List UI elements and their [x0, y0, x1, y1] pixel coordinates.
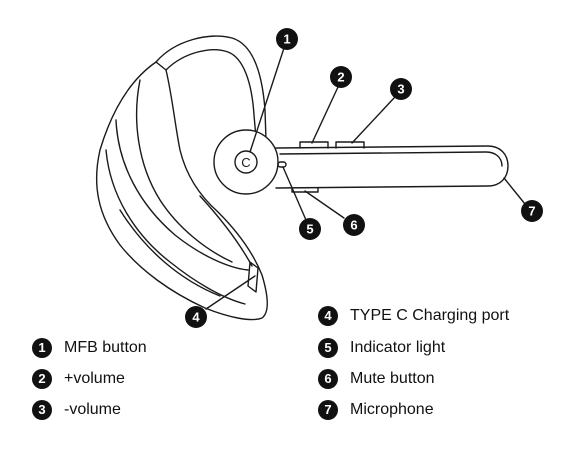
- callout-5: 5: [299, 218, 321, 240]
- svg-text:7: 7: [528, 204, 535, 219]
- boom-arm-highlight: [279, 151, 503, 167]
- legend-item-indicator-light: 5 Indicator light: [318, 336, 445, 360]
- svg-text:1: 1: [283, 32, 290, 47]
- legend-label: +volume: [64, 370, 125, 387]
- body-contour-5: [199, 195, 253, 267]
- mfb-logo-glyph: C: [241, 155, 250, 170]
- earpiece-body: [95, 61, 268, 321]
- leader-5: [282, 166, 307, 221]
- callout-4: 4: [185, 306, 207, 328]
- svg-text:6: 6: [350, 218, 357, 233]
- body-contour-4: [119, 209, 221, 297]
- legend-badge: 3: [32, 400, 52, 420]
- ear-hook: [155, 35, 267, 141]
- callout-6: 6: [343, 214, 365, 236]
- ear-hook-inner: [165, 49, 257, 139]
- callout-3: 3: [390, 78, 412, 100]
- legend-badge: 5: [318, 338, 338, 358]
- body-contour-2: [105, 149, 246, 305]
- leader-6: [304, 190, 345, 219]
- legend-label: -volume: [64, 401, 121, 418]
- callout-7: 7: [521, 200, 543, 222]
- charging-port: [247, 261, 259, 293]
- legend-label: MFB button: [64, 339, 147, 356]
- legend-item-volume-down: 3 -volume: [32, 398, 121, 422]
- legend-badge: 1: [32, 338, 52, 358]
- mfb-inner-ring: [234, 150, 258, 174]
- boom-arm: [275, 145, 509, 189]
- legend-label: Microphone: [350, 401, 434, 418]
- svg-text:5: 5: [306, 222, 313, 237]
- legend-badge: 6: [318, 369, 338, 389]
- volume-up-key: [299, 141, 329, 149]
- callout-1: 1: [276, 28, 298, 50]
- legend-badge: 7: [318, 400, 338, 420]
- legend-badge: 4: [318, 306, 338, 326]
- leader-4: [205, 275, 256, 310]
- body-contour-1: [115, 119, 249, 271]
- callout-2: 2: [330, 66, 352, 88]
- legend-item-charging-port: 4 TYPE C Charging port: [318, 304, 509, 328]
- body-contour-3: [135, 79, 233, 263]
- svg-text:4: 4: [192, 310, 200, 325]
- mute-key: [291, 187, 319, 193]
- svg-text:2: 2: [337, 70, 344, 85]
- legend-item-microphone: 7 Microphone: [318, 398, 434, 422]
- legend-item-volume-up: 2 +volume: [32, 367, 125, 391]
- leader-3: [351, 97, 395, 144]
- svg-text:3: 3: [397, 82, 404, 97]
- indicator-light-shape: [277, 161, 287, 168]
- legend-item-mute: 6 Mute button: [318, 367, 435, 391]
- leader-7: [503, 177, 526, 205]
- leader-1: [249, 47, 285, 153]
- legend-label: Mute button: [350, 370, 435, 387]
- legend-item-mfb: 1 MFB button: [32, 336, 147, 360]
- legend-label: Indicator light: [350, 339, 446, 356]
- leader-2: [311, 86, 339, 144]
- volume-down-key: [335, 141, 365, 149]
- legend-label: TYPE C Charging port: [350, 307, 510, 324]
- legend-badge: 2: [32, 369, 52, 389]
